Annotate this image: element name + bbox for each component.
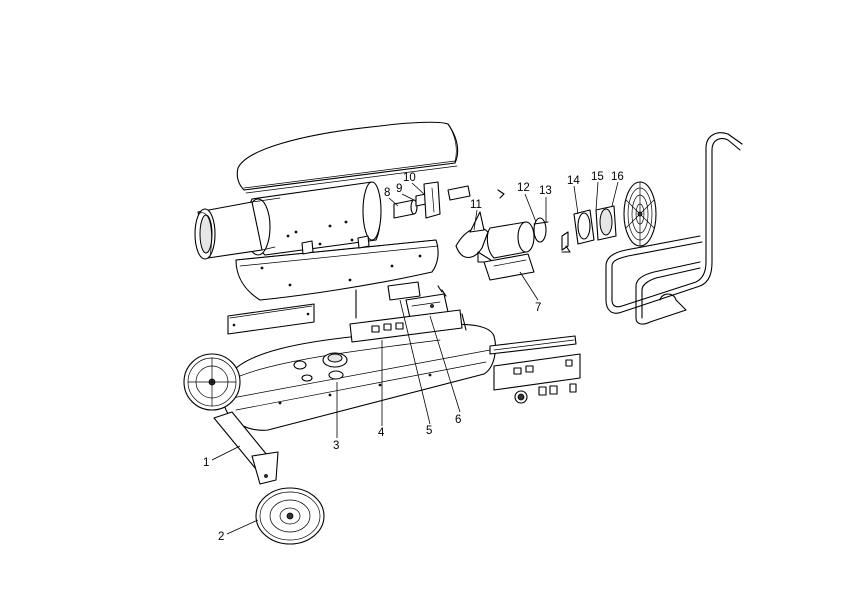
callout-10: 10 (403, 172, 416, 184)
axle-bracket (213, 411, 279, 485)
burner-components (393, 181, 505, 219)
front-wheel (255, 487, 325, 545)
handle-frame (605, 132, 743, 325)
callout-5: 5 (426, 425, 432, 437)
callout-14: 14 (567, 175, 580, 187)
callout-7: 7 (535, 302, 541, 314)
control-switches (514, 383, 577, 404)
callout-3: 3 (333, 440, 339, 452)
callout-12: 12 (517, 182, 530, 194)
leader-lines (211, 181, 619, 535)
callout-labels: 1 2 3 4 5 6 7 8 9 10 11 12 13 14 15 16 (203, 171, 624, 543)
callout-1: 1 (203, 457, 209, 469)
callout-2: 2 (218, 531, 224, 543)
callout-4: 4 (378, 427, 385, 439)
frame-rail (489, 335, 581, 391)
callout-16: 16 (611, 171, 624, 183)
callout-13: 13 (539, 185, 552, 197)
rear-wheel (183, 353, 241, 411)
pump-assembly (533, 205, 617, 253)
top-cover-shell (236, 121, 459, 194)
rear-fan-guard (623, 181, 657, 247)
side-panel-plate (227, 303, 315, 335)
callout-6: 6 (455, 414, 461, 426)
fan-and-motor (455, 211, 535, 281)
callout-15: 15 (591, 171, 604, 183)
callout-8: 8 (384, 187, 390, 199)
callout-9: 9 (396, 183, 402, 195)
front-nozzle-ring (194, 197, 281, 260)
bottom-cover-shell (235, 235, 439, 301)
callout-11: 11 (470, 199, 482, 211)
